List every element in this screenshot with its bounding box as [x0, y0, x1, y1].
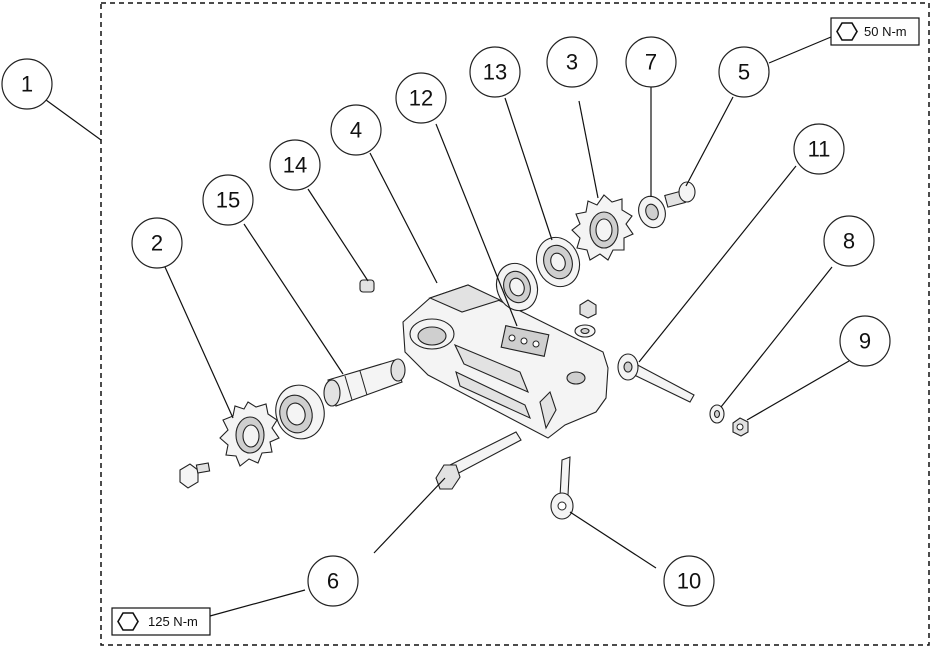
leader-lines — [45, 86, 850, 569]
bearing-right-outer — [495, 262, 539, 312]
washer-7 — [638, 195, 666, 229]
pivot-bolt-11 — [617, 353, 695, 403]
callout-5-label: 5 — [738, 60, 750, 85]
torque-label-top: 50 N-m — [864, 24, 907, 39]
torque-box-bottom: 125 N-m — [111, 607, 211, 636]
callout-10-label: 10 — [677, 569, 701, 594]
callout-10: 10 — [663, 555, 715, 607]
bolt-5 — [664, 181, 696, 208]
nut-small — [579, 299, 597, 319]
washer-small — [574, 324, 596, 338]
callout-5: 5 — [718, 46, 770, 98]
callout-11: 11 — [793, 123, 845, 175]
washer-8 — [709, 404, 725, 424]
bearing-right-inner — [535, 236, 581, 288]
callout-4: 4 — [330, 104, 382, 156]
swing-arm-body — [402, 284, 609, 439]
callout-1-label: 1 — [21, 72, 33, 97]
splined-shaft — [323, 358, 406, 407]
small-plug — [359, 279, 375, 293]
callout-7: 7 — [625, 36, 677, 88]
flange-bolt-left — [179, 462, 211, 489]
callout-12-label: 12 — [409, 86, 433, 111]
callout-8-label: 8 — [843, 229, 855, 254]
callout-15-label: 15 — [216, 188, 240, 213]
callout-13: 13 — [469, 46, 521, 98]
hex-wrench-icon — [117, 612, 139, 631]
callout-8: 8 — [823, 215, 875, 267]
callout-3-label: 3 — [566, 50, 578, 75]
sprocket-right — [571, 194, 634, 261]
torque-box-top: 50 N-m — [830, 17, 920, 46]
hex-wrench-icon — [836, 22, 858, 41]
eye-bolt-10 — [550, 456, 574, 520]
callout-9-label: 9 — [859, 329, 871, 354]
callout-6: 6 — [307, 555, 359, 607]
callout-2-label: 2 — [151, 231, 163, 256]
callout-9: 9 — [839, 315, 891, 367]
callout-15: 15 — [202, 174, 254, 226]
callout-6-label: 6 — [327, 569, 339, 594]
nut-9 — [732, 417, 749, 437]
callout-4-label: 4 — [350, 118, 362, 143]
callout-1: 1 — [1, 58, 53, 110]
callout-3: 3 — [546, 36, 598, 88]
callout-13-label: 13 — [483, 60, 507, 85]
long-bolt-6 — [435, 431, 522, 490]
sprocket-left — [219, 401, 280, 467]
torque-label-bottom: 125 N-m — [148, 614, 198, 629]
bearing-left — [275, 384, 325, 440]
assembly-boundary — [100, 2, 930, 646]
callout-12: 12 — [395, 72, 447, 124]
callout-14: 14 — [269, 139, 321, 191]
callout-7-label: 7 — [645, 50, 657, 75]
callout-2: 2 — [131, 217, 183, 269]
callout-11-label: 11 — [808, 137, 831, 162]
callout-14-label: 14 — [283, 153, 307, 178]
